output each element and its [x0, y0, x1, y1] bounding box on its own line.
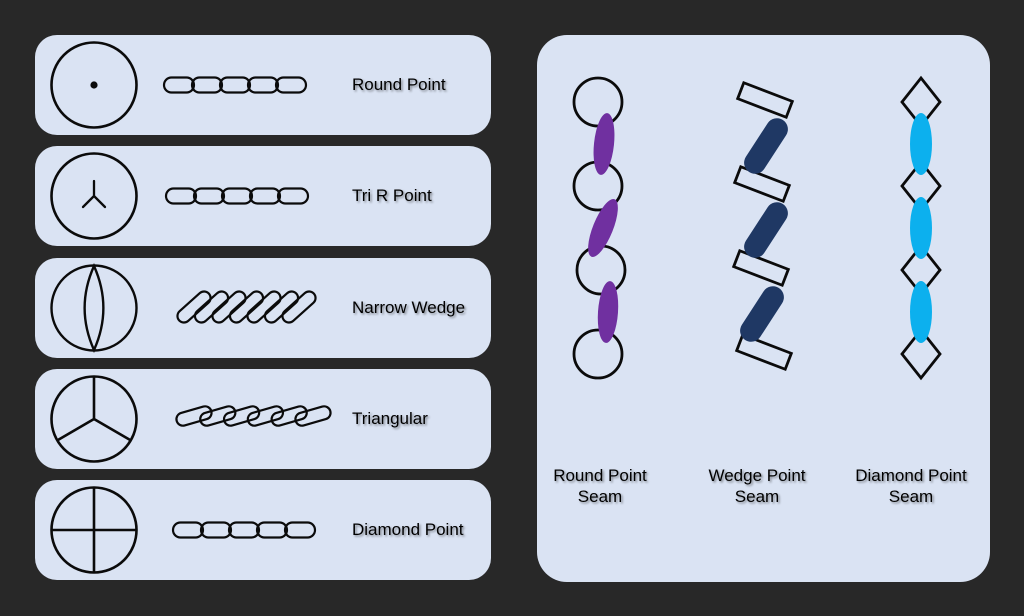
needle-type-card-tri-r-point: Tri R Point	[35, 146, 491, 246]
triangular-card-graphics	[50, 375, 332, 463]
needle-type-card-triangular: Triangular	[35, 369, 491, 469]
round-point-cross-section-icon	[50, 41, 138, 129]
needle-type-card-narrow-wedge: Narrow Wedge	[35, 258, 491, 358]
rope-stitch-chain-icon	[176, 290, 317, 324]
diamond-seam-thread	[910, 113, 932, 343]
straight-stitch-chain-icon	[171, 521, 317, 539]
needle-type-card-diamond-point: Diamond Point	[35, 480, 491, 580]
needle-type-label: Tri R Point	[352, 186, 432, 205]
needle-type-label: Round Point	[352, 75, 446, 94]
wedge-point-seam-illustration	[731, 80, 795, 372]
seam-label-round-point: Round Point Seam	[553, 466, 647, 506]
diamond-point-seam-illustration	[900, 75, 942, 381]
needle-type-label: Triangular	[352, 409, 428, 428]
diamond-point-card-graphics	[50, 486, 317, 574]
straight-stitch-chain-icon	[162, 76, 308, 94]
tri-r-point-card-graphics	[50, 152, 310, 240]
round-point-seam-illustration	[572, 76, 627, 380]
needle-type-label: Narrow Wedge	[352, 298, 466, 317]
round-point-card-graphics	[50, 41, 308, 129]
needle-type-label: Diamond Point	[352, 520, 464, 539]
seam-examples-panel: Round Point Seam Wedge Point Seam Diamon…	[537, 35, 990, 582]
wedge-seam-thread	[740, 118, 788, 342]
round-seam-thread	[588, 113, 619, 343]
triangular-cross-section-icon	[50, 375, 138, 463]
seam-wedge-slits	[731, 80, 795, 372]
narrow-wedge-card-graphics	[50, 263, 317, 353]
diamond-point-cross-section-icon	[50, 486, 138, 574]
narrow-wedge-cross-section-icon	[50, 263, 138, 353]
straight-stitch-chain-icon	[164, 187, 310, 205]
slanted-stitch-chain-icon	[175, 405, 332, 427]
seam-label-diamond-point: Diamond Point Seam	[855, 466, 967, 506]
seam-label-wedge-point: Wedge Point Seam	[708, 466, 806, 506]
needle-type-card-round-point: Round Point	[35, 35, 491, 135]
tri-r-point-cross-section-icon	[50, 152, 138, 240]
